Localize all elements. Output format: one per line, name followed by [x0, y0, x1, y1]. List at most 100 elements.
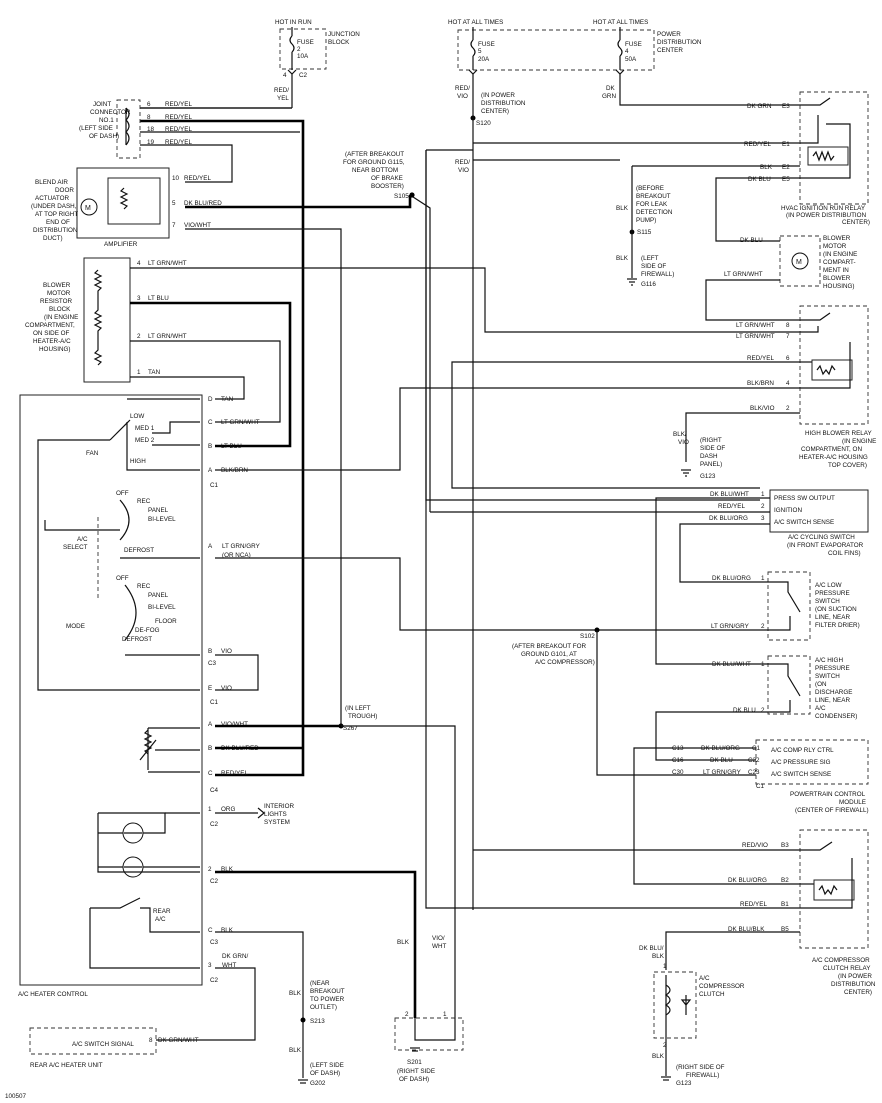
wire-label: S267 [343, 725, 358, 732]
wire-label: (IN ENGINE [44, 314, 78, 321]
wire-label: DK BLU/ORG [709, 515, 748, 522]
wire-label: 1 [208, 806, 212, 813]
wire-label: (BEFORE [636, 185, 664, 192]
wire-label: B5 [781, 926, 789, 933]
wire-label: END OF [46, 219, 70, 226]
wire-label: TOP COVER) [828, 462, 867, 469]
wire-label: C2 [299, 72, 308, 79]
wire-label: 4 [625, 48, 629, 55]
wire-label: RED/YEL [740, 901, 767, 908]
wire-label: E3 [782, 103, 790, 110]
wire-label: MED 2 [135, 437, 155, 444]
wire-label: G123 [700, 473, 716, 480]
wire-label: 8 [147, 114, 151, 121]
wire-label: VIO [678, 439, 689, 446]
wire-label: (IN FRONT EVAPORATOR [787, 542, 864, 549]
blower-resistor-block: BLOWER MOTOR RESISTOR BLOCK (IN ENGINE C… [25, 257, 187, 383]
wire-label: 2 [297, 46, 301, 53]
wire-label: POWER [657, 31, 681, 38]
wire-label: HOT AT ALL TIMES [448, 19, 503, 26]
wire-label: RED/YEL [744, 141, 771, 148]
wire-label: VIO [221, 685, 232, 692]
wire-label: (AFTER BREAKOUT [345, 151, 404, 158]
wire-label: (IN ENGINE [823, 251, 857, 258]
wire-label: 4 [283, 72, 287, 79]
wire-label: DK BLU/ [639, 945, 664, 952]
wire-label: OF DASH) [310, 1070, 340, 1077]
wire-label: 8 [149, 1037, 153, 1044]
wire-label: BLOWER [43, 282, 71, 289]
wire-label: FIREWALL) [641, 271, 674, 278]
wire-label: HOT IN RUN [275, 19, 312, 26]
wire-label: DK BLU [740, 237, 763, 244]
wire-label: VIO [457, 93, 468, 100]
low-pressure-switch: DK BLU/ORG LT GRN/GRY 1 2 A/C LOW PRESSU… [512, 571, 860, 666]
wire-label: B [208, 648, 212, 655]
wire-label: WHT [432, 943, 446, 950]
wire-label: JOINT [93, 101, 111, 108]
wire-label: DK BLU/WHT [712, 661, 751, 668]
wire-label: 3 [208, 962, 212, 969]
rear-ac-unit: A/C SWITCH SIGNAL 8 DK GRN/WHT REAR A/C … [29, 1027, 199, 1069]
wire-label: A/C SWITCH SIGNAL [72, 1041, 134, 1048]
wire-label: RED/YEL [184, 175, 211, 182]
wire-label: OF BRAKE [371, 175, 403, 182]
wire-label: SIDE OF [641, 263, 666, 270]
wire-label: BLK [289, 1047, 302, 1054]
wire-label: VIO/WHT [221, 721, 248, 728]
wire-label: 1 [761, 491, 765, 498]
wire-label: 2 [761, 707, 765, 714]
wire-label: 8 [786, 322, 790, 329]
wire-label: RED/YEL [165, 114, 192, 121]
wire-label: GROUND G101, AT [521, 651, 577, 658]
wire-label: (IN POWER DISTRIBUTION [786, 212, 867, 219]
wire-label: 5 [478, 48, 482, 55]
wire-label: FILTER DRIER) [815, 622, 860, 629]
blower-motor: M DK BLU LT GRN/WHT BLOWER MOTOR (IN ENG… [705, 235, 857, 321]
wire-label: HEATER-A/C HOUSING [799, 454, 868, 461]
wire-label: 3 [137, 295, 141, 302]
wire-label: BI-LEVEL [148, 516, 176, 523]
wire-label: TAN [148, 369, 161, 376]
wire-label: A/C HIGH [815, 657, 843, 664]
wire-label: REAR [153, 908, 171, 915]
wire-label: HOT AT ALL TIMES [593, 19, 648, 26]
wire-label: BLK/BRN [747, 380, 774, 387]
wires-control: INTERIOR LIGHTS SYSTEM (IN LEFT TROUGH) … [156, 557, 760, 1078]
wire-label: C [208, 419, 213, 426]
wire-label: 6 [786, 355, 790, 362]
compressor-clutch: DK BLU/ BLK 1 A/C COMPRESSOR CLUTCH 2 BL… [639, 945, 745, 1087]
wire-label: LT GRN/WHT [724, 271, 763, 278]
blend-air-actuator: BLEND AIR DOOR ACTUATOR (UNDER DASH, AT … [31, 167, 222, 248]
wire-label: LT GRN/WHT [148, 260, 187, 267]
junction-block-fuse: HOT IN RUN JUNCTION BLOCK FUSE 2 10A 4 C… [274, 19, 360, 108]
wire-label: BI-LEVEL [148, 604, 176, 611]
wire-label: DEFROST [124, 547, 154, 554]
wire-label: A/C [155, 916, 166, 923]
wire-label: REC [137, 583, 151, 590]
wire-label: DUCT) [43, 235, 63, 242]
wire-label: HOUSING) [823, 283, 855, 290]
wire-label: GRN [602, 93, 616, 100]
wire-label: CENTER) [844, 989, 872, 996]
wire-label: FUSE [478, 41, 495, 48]
wire-label: LT GRN/WHT [148, 333, 187, 340]
wire-label: C22 [748, 757, 760, 764]
wire-label: SELECT [63, 544, 88, 551]
wire-label: (ON SUCTION [815, 606, 857, 613]
wire-label: VIO [221, 648, 232, 655]
wire-label: BLOWER [823, 235, 851, 242]
wire-label: A [208, 467, 213, 474]
wire-label: NEAR BOTTOM [352, 167, 398, 174]
wire-label: YEL [277, 95, 289, 102]
wire-label: A/C LOW [815, 582, 842, 589]
wire-label: MOTOR [823, 243, 847, 250]
wire-label: DISTRIBUTION [831, 981, 876, 988]
wire-label: C1 [210, 482, 219, 489]
wire-label: FOR LEAK [636, 201, 668, 208]
wire-label: 4 [786, 380, 790, 387]
wire-label: BLEND AIR [35, 179, 68, 186]
wire-label: BLK [760, 164, 773, 171]
wire-label: A [208, 543, 213, 550]
